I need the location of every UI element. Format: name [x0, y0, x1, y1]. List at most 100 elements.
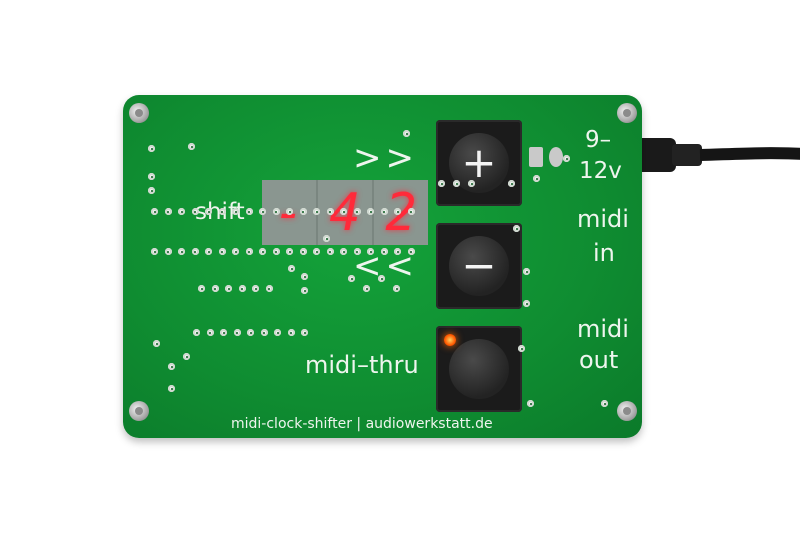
midi-in-label-top: midi	[577, 205, 629, 233]
via-hole	[191, 208, 199, 215]
via-hole	[245, 208, 253, 215]
via-hole	[523, 300, 530, 307]
via-hole	[393, 285, 400, 292]
power-label-top: 9–	[585, 127, 612, 153]
via-hole	[288, 265, 295, 272]
midi-thru-button[interactable]	[436, 326, 522, 412]
via-hole	[148, 145, 155, 152]
via-hole	[151, 248, 158, 255]
via-hole	[252, 285, 259, 292]
minus-button[interactable]: −	[436, 223, 522, 309]
via-hole	[301, 329, 308, 336]
via-hole	[205, 248, 212, 255]
via-hole	[518, 345, 525, 352]
screw-bottom-right	[617, 401, 637, 421]
via-hole	[168, 363, 175, 370]
via-hole	[193, 329, 200, 336]
via-hole	[407, 208, 415, 215]
via-hole	[168, 385, 175, 392]
via-hole	[407, 248, 415, 255]
via-hole	[151, 208, 158, 215]
via-hole	[178, 208, 185, 215]
via-hole	[513, 225, 520, 232]
via-hole	[299, 208, 307, 215]
via-hole	[313, 208, 320, 215]
button-cap	[449, 339, 509, 399]
via-hole	[211, 285, 219, 292]
via-hole	[191, 248, 199, 255]
plus-button[interactable]: +	[436, 120, 522, 206]
via-hole	[340, 208, 347, 215]
via-hole	[301, 273, 308, 280]
via-hole	[260, 329, 268, 336]
pcb-board: shift >> << - 4 2 + − 9– 12v midi in mid…	[123, 95, 642, 438]
via-hole	[403, 130, 410, 137]
via-hole	[272, 208, 280, 215]
via-hole	[348, 275, 355, 282]
via-hole	[153, 340, 160, 347]
via-hole	[148, 173, 155, 180]
via-hole	[232, 208, 239, 215]
via-hole	[164, 208, 172, 215]
led-indicator	[444, 334, 456, 346]
via-hole	[601, 400, 608, 407]
via-hole	[218, 208, 226, 215]
via-hole	[272, 248, 280, 255]
via-hole	[326, 208, 334, 215]
via-hole	[353, 208, 361, 215]
minus-icon: −	[449, 236, 509, 296]
via-hole	[232, 248, 239, 255]
via-hole	[238, 285, 246, 292]
via-hole	[183, 353, 190, 360]
via-hole	[323, 235, 330, 242]
via-hole	[299, 248, 307, 255]
midi-thru-label: midi–thru	[305, 351, 419, 379]
via-hole	[527, 400, 534, 407]
via-hole	[225, 285, 232, 292]
via-hole	[148, 187, 155, 194]
via-hole	[164, 248, 172, 255]
forward-arrows: >>	[353, 138, 418, 178]
via-hole	[380, 208, 388, 215]
screw-bottom-left	[129, 401, 149, 421]
power-pad	[529, 147, 543, 167]
midi-out-label-top: midi	[577, 315, 629, 343]
via-hole	[380, 248, 388, 255]
via-hole	[286, 208, 293, 215]
via-hole	[353, 248, 361, 255]
via-hole	[394, 248, 401, 255]
via-hole	[274, 329, 281, 336]
power-label-bottom: 12v	[579, 158, 622, 184]
via-hole	[265, 285, 273, 292]
via-hole	[563, 155, 570, 162]
via-hole	[233, 329, 241, 336]
via-hole	[259, 248, 266, 255]
via-hole	[367, 208, 374, 215]
via-hole	[508, 180, 515, 187]
via-hole	[188, 143, 195, 150]
screw-top-right	[617, 103, 637, 123]
via-hole	[326, 248, 334, 255]
via-hole	[533, 175, 540, 182]
power-cable	[636, 138, 800, 172]
via-hole	[247, 329, 254, 336]
via-hole	[245, 248, 253, 255]
via-hole	[367, 248, 374, 255]
via-hole	[301, 287, 308, 294]
via-hole	[523, 268, 530, 275]
via-hole	[220, 329, 227, 336]
via-hole	[394, 208, 401, 215]
via-hole	[468, 180, 475, 187]
via-hole	[453, 180, 460, 187]
via-hole	[363, 285, 370, 292]
via-hole	[259, 208, 266, 215]
via-hole	[313, 248, 320, 255]
midi-out-label-bottom: out	[579, 346, 619, 374]
via-hole	[340, 248, 347, 255]
screw-top-left	[129, 103, 149, 123]
footer-label: midi-clock-shifter | audiowerkstatt.de	[231, 416, 493, 432]
via-hole	[286, 248, 293, 255]
power-pad	[549, 147, 563, 167]
via-hole	[198, 285, 205, 292]
via-hole	[178, 248, 185, 255]
